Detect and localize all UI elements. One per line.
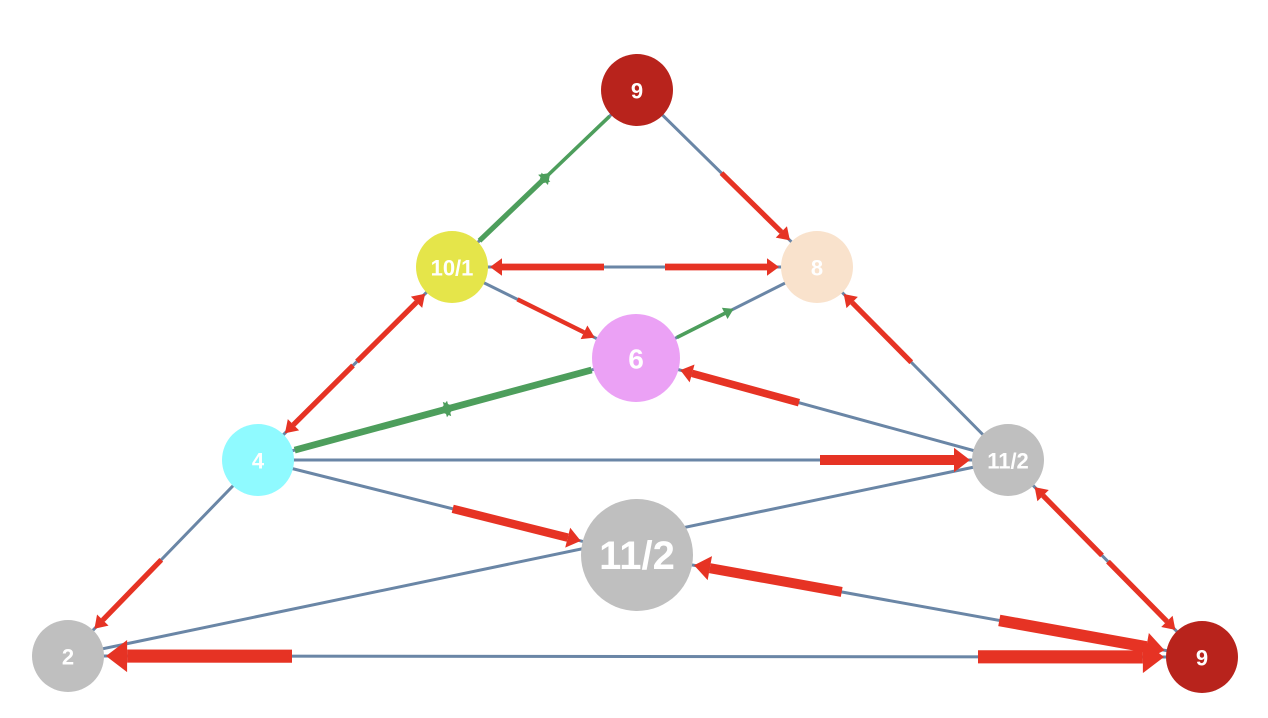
flow-arrow-bottom-right-to-mid-right [1034,487,1104,558]
flow-arrow-mid-right-to-upper-right [843,294,914,365]
flow-arrowhead [1161,615,1176,630]
flow-shaft [1041,493,1104,558]
node-mid-right: 11/2 [972,424,1044,496]
node-label: 6 [628,344,644,375]
node-upper-left: 10/1 [416,231,488,303]
flow-shaft [516,297,585,335]
flow-arrow-mid-right-to-center [680,364,800,407]
node-label: 11/2 [599,534,675,578]
node-circle [592,314,680,402]
flow-arrow-top-to-upper-right [719,171,790,241]
node-bottom-left: 2 [32,620,104,692]
flow-shaft [544,114,611,179]
flow-arrow-upper-left-to-center [516,297,595,340]
node-circle [972,424,1044,496]
flow-arrow-mid-left-to-lower-center [451,504,581,548]
flow-arrow-mid-left-to-center [293,401,455,454]
flow-arrowhead [94,614,109,629]
flow-arrowhead [1142,640,1164,674]
flow-arrow-center-to-mid-left [439,366,593,417]
flow-arrowhead [1034,487,1049,502]
flow-arrowhead [680,364,695,383]
flow-arrow-upper-left-to-mid-left [284,363,355,434]
flow-arrowhead [439,400,452,417]
node-label: 2 [62,645,74,670]
node-label: 10/1 [431,256,474,281]
flow-shaft [708,563,843,597]
flow-arrowhead [490,258,502,276]
flow-shaft [676,311,726,339]
flow-shaft [291,363,355,427]
node-circle [601,54,673,126]
node-circle [781,231,853,303]
flow-shaft [691,369,800,407]
flow-shaft [448,366,593,412]
flow-arrowhead [694,556,712,581]
flow-arrow-mid-left-to-bottom-left [94,557,164,629]
node-center: 6 [592,314,680,402]
flow-shaft [1106,559,1169,624]
node-circle [222,424,294,496]
node-label: 9 [631,79,643,104]
node-bottom-right: 9 [1166,621,1238,693]
flow-shaft [719,171,784,234]
nodes-layer: 9 10/1 8 6 4 11/2 11/2 2 9 [32,54,1238,693]
node-mid-left: 4 [222,424,294,496]
node-label: 9 [1196,646,1208,671]
flow-arrowhead [954,447,970,473]
node-label: 8 [811,256,823,281]
node-circle [416,231,488,303]
flow-shaft [850,300,914,365]
flow-arrowhead [775,226,790,241]
flow-arrowhead [843,294,858,309]
flow-arrowhead [580,325,595,340]
flow-arrowhead [410,293,426,308]
node-label: 11/2 [987,449,1029,474]
node-circle [32,620,104,692]
flow-arrowhead [565,527,581,548]
node-lower-center: 11/2 [581,499,693,611]
flow-shaft [293,406,446,454]
node-upper-right: 8 [781,231,853,303]
flow-arrow-bottom-right-to-bottom-left [105,639,293,673]
node-circle [1166,621,1238,693]
flow-shaft [451,504,569,542]
flow-arrowhead [721,307,734,320]
flow-shaft [477,178,545,243]
flow-arrowhead [284,419,300,434]
edge-mid-right-bottom-left [67,458,1009,658]
flow-arrow-bottom-left-to-bottom-right [977,640,1164,674]
flow-shaft [998,614,1148,653]
flow-arrow-center-to-upper-right [676,307,734,339]
flow-arrow-top-to-upper-left [538,114,611,185]
flow-arrow-mid-left-to-upper-left [355,293,426,364]
flow-arrow-mid-right-to-bottom-right [1106,559,1176,630]
flow-arrowhead [767,258,779,276]
flow-arrow-upper-left-to-upper-right [665,258,779,276]
flow-arrow-mid-left-to-mid-right [820,447,970,473]
node-label: 4 [252,449,265,474]
flow-shaft [355,300,419,364]
flow-arrowhead [538,172,551,185]
node-top: 9 [601,54,673,126]
flow-shaft [100,557,164,622]
arrows-layer [94,114,1176,674]
flow-arrow-bottom-right-to-lower-center [694,556,843,597]
flow-arrowhead [105,639,128,673]
flow-arrow-upper-right-to-upper-left [490,258,604,276]
node-circle [581,499,693,611]
